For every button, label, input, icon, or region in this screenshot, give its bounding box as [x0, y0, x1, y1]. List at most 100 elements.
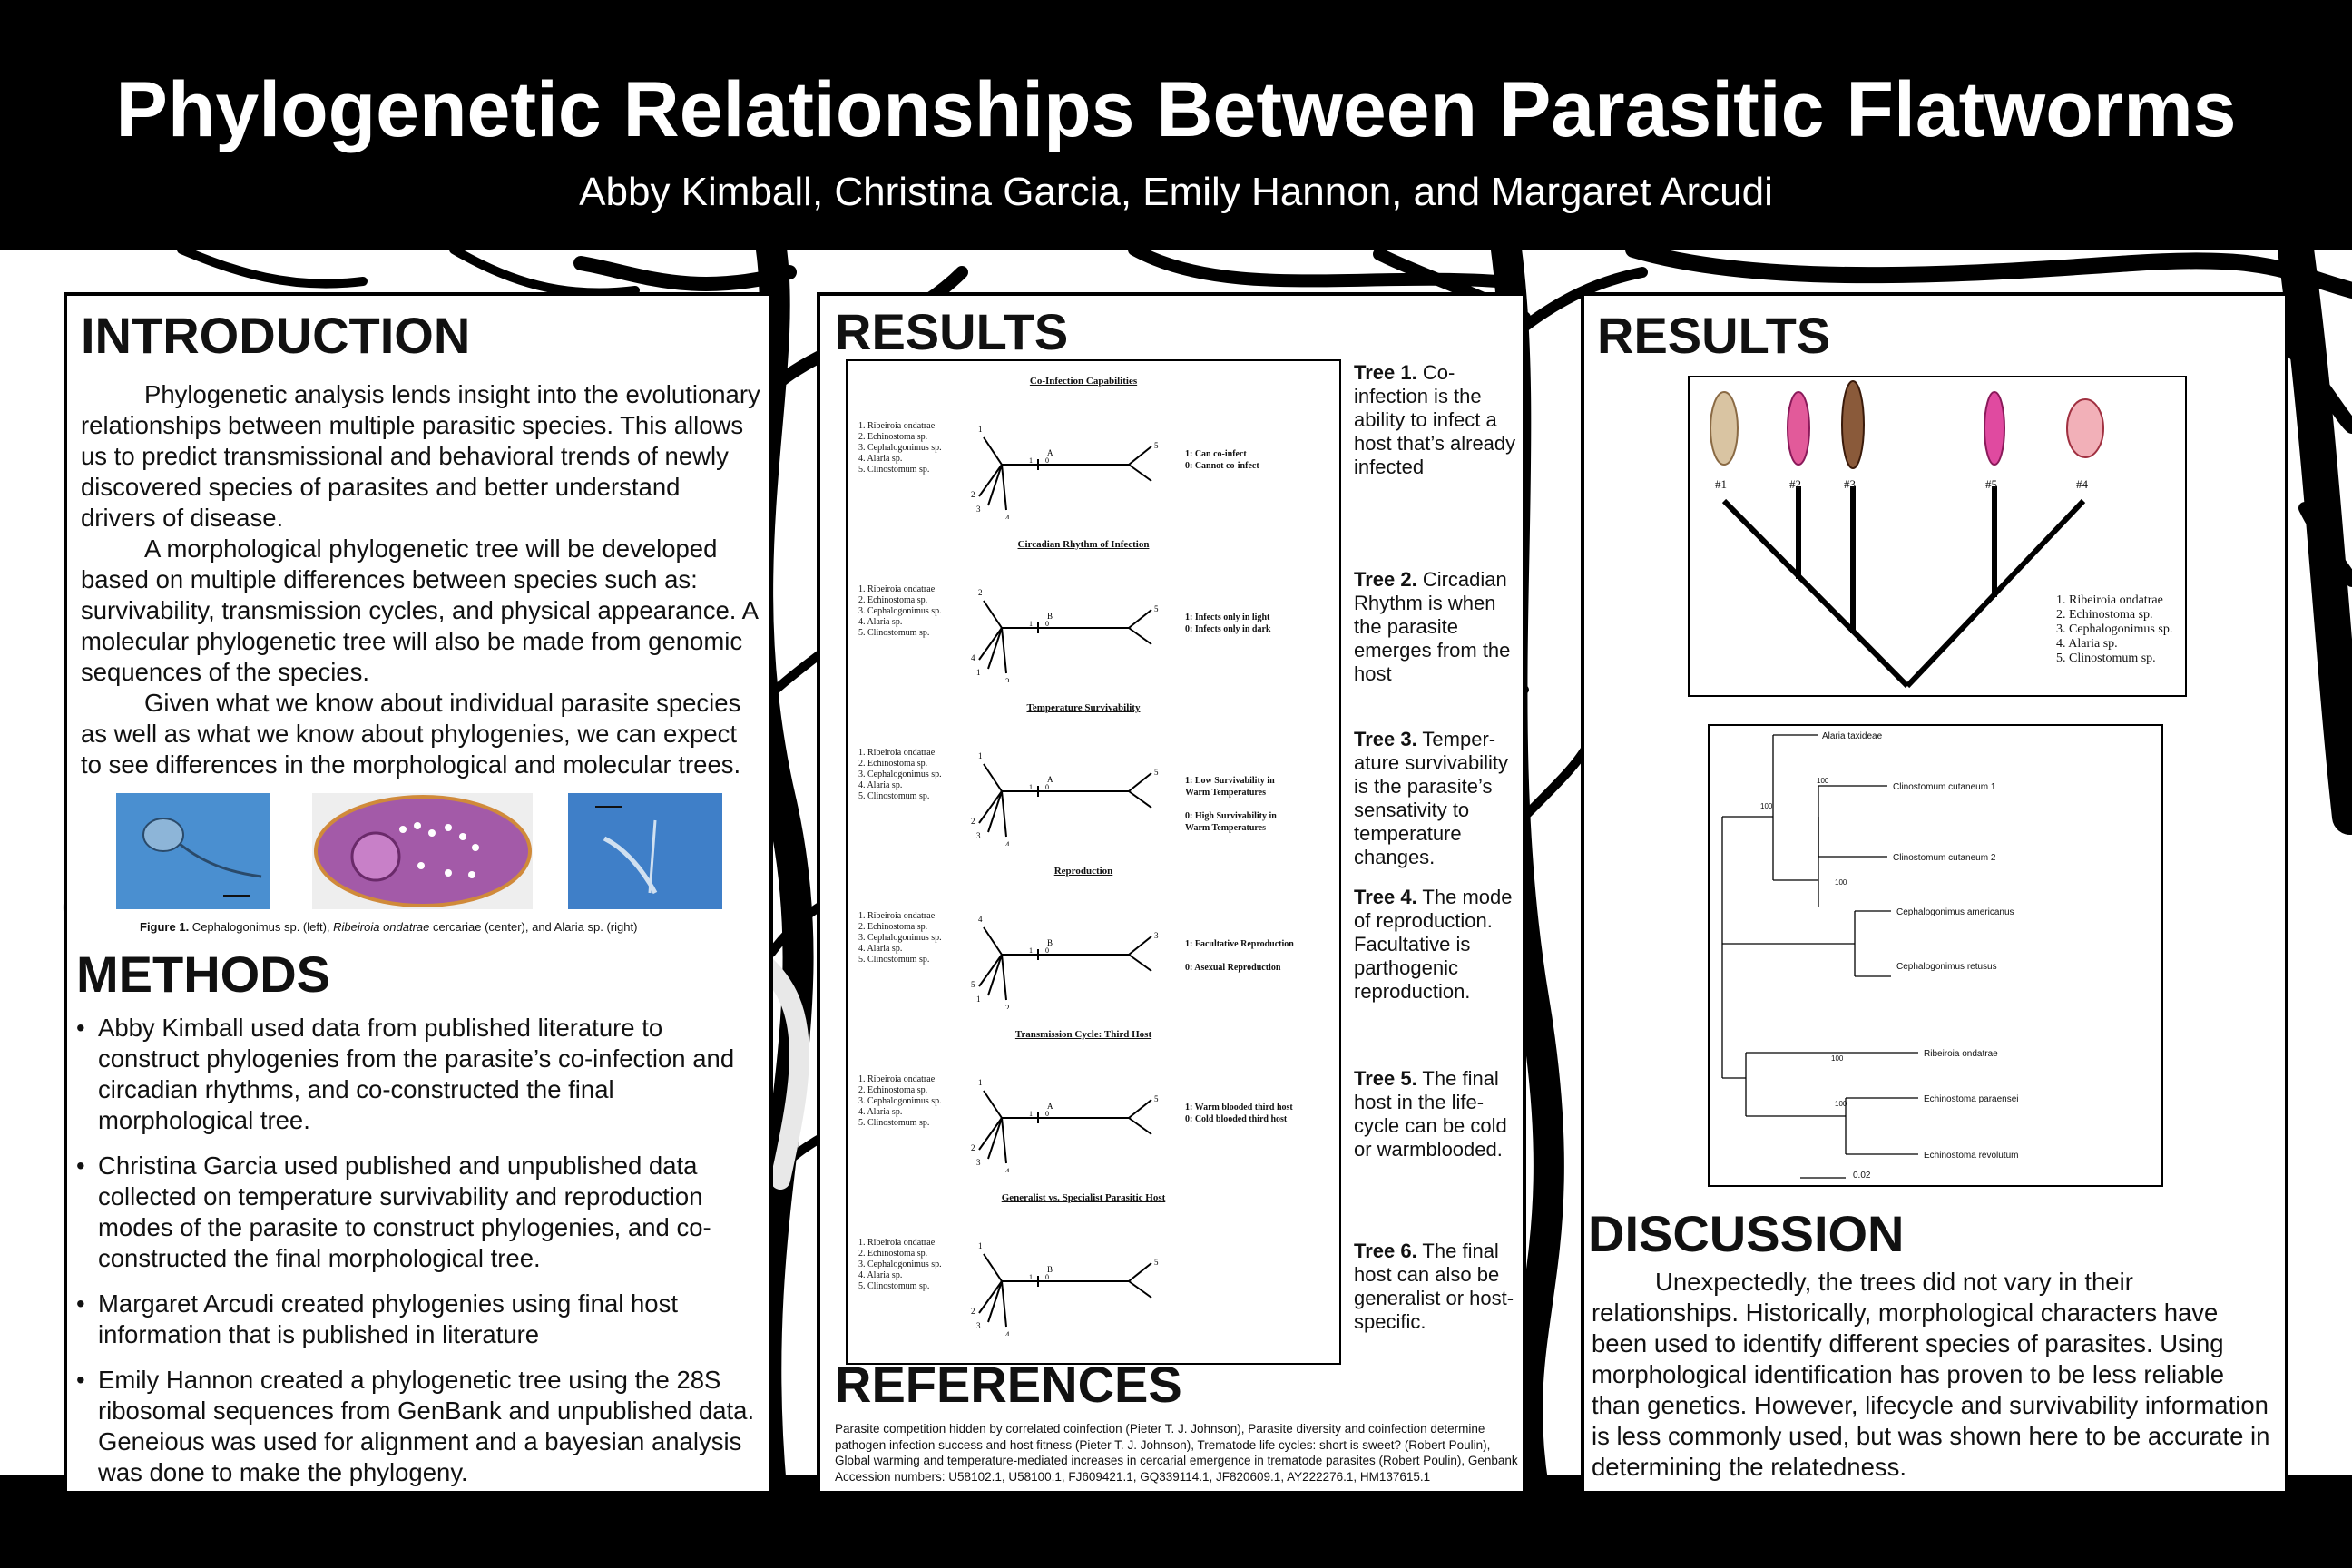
morph-tree-branch — [987, 1280, 1003, 1323]
morph-tree-tip-label: 4 — [1005, 840, 1010, 846]
morph-tree-branch — [983, 926, 1003, 956]
morph-tree-5: Transmission Cycle: Third Host 1. Ribeiro… — [848, 1024, 1319, 1187]
morph-tree-title: Generalist vs. Specialist Parasitic Host — [1001, 1192, 1166, 1203]
specimen-label: #1 — [1715, 477, 1727, 491]
morph-tree-branch — [978, 464, 1003, 497]
specimen-tree-drawing — [1710, 380, 2104, 689]
morph-tree-node-label: B — [1047, 938, 1053, 947]
morph-tree-character-state: 0 — [1045, 620, 1049, 628]
morph-tree-branch — [987, 1117, 1003, 1160]
discussion-heading: DISCUSSION — [1588, 1205, 1905, 1262]
morph-tree-branch — [1001, 627, 1007, 674]
introduction-paragraph: Given what we know about individual para… — [81, 689, 741, 779]
methods-item: Margaret Arcudi created phylogenies usin… — [76, 1289, 757, 1350]
morph-tree-tip-label: 3 — [976, 1158, 981, 1167]
specimen-5-image — [1984, 391, 2005, 466]
tree-caption: Tree 4. The mode of reproduction. Facult… — [1354, 886, 1513, 1003]
morph-tree-branch — [1128, 446, 1152, 466]
morph-tree-branch — [987, 627, 1003, 670]
morph-tree-character-state: 0 — [1045, 946, 1049, 955]
morph-tree-branch — [978, 1117, 1003, 1151]
molecular-taxon-label: Clinostomum cutaneum 1 — [1893, 782, 1996, 792]
results-right-heading: RESULTS — [1597, 307, 1831, 364]
morph-tree-branch — [1128, 936, 1152, 956]
morph-tree-branch — [1128, 1099, 1152, 1119]
specimen-3-image — [1841, 380, 1865, 469]
morph-tree-tip-label: 2 — [978, 588, 983, 597]
poster-title: Phylogenetic Relationships Between Paras… — [115, 66, 2237, 153]
methods-item: Emily Hannon created a phylogenetic tree… — [76, 1365, 757, 1488]
morph-tree-character-state: 1 — [1029, 946, 1033, 955]
morph-tree-title: Transmission Cycle: Third Host — [1014, 1029, 1152, 1040]
introduction-body: Phylogenetic analysis lends insight into… — [81, 379, 761, 780]
figure-1-photo-alaria — [568, 793, 722, 909]
morph-tree-tip-label: 1 — [976, 995, 981, 1004]
morph-tree-branch — [1001, 790, 1007, 838]
introduction-paragraph: A morphological phylogenetic tree will b… — [81, 534, 758, 686]
morph-tree-node-label: A — [1047, 775, 1054, 784]
morph-tree-tip-label: 5 — [1154, 768, 1159, 777]
specimen-2-image — [1787, 391, 1810, 466]
morph-tree-node-label: B — [1047, 612, 1053, 621]
molecular-taxon-label: Echinostoma revolutum — [1924, 1151, 2019, 1161]
tree-caption: Tree 2. Circadian Rhythm is when the par… — [1354, 568, 1511, 685]
molecular-taxon-label: Clinostomum cutaneum 2 — [1893, 853, 1996, 863]
morph-tree-branch — [983, 1090, 1003, 1119]
morph-tree-tip-label: 3 — [1005, 677, 1010, 682]
specimen-1-image — [1710, 391, 1739, 466]
morph-tree-tip-label: 2 — [1005, 1004, 1010, 1009]
morph-tree-tip-label: 5 — [1154, 441, 1159, 450]
morph-tree-branch — [983, 763, 1003, 792]
morph-tree-tip-label: 4 — [1005, 1330, 1010, 1336]
morph-tree-tip-label: 1 — [978, 751, 983, 760]
specimen-images — [1710, 380, 2104, 469]
morph-tree-branch — [1001, 464, 1007, 511]
morph-tree-character-state: 1 — [1029, 1273, 1033, 1281]
introduction-paragraph: Phylogenetic analysis lends insight into… — [81, 380, 760, 532]
morph-tree-branch — [987, 464, 1003, 506]
tree-caption: Tree 3. Temper-ature survivability is th… — [1354, 728, 1508, 868]
morph-tree-branch — [983, 436, 1003, 466]
molecular-taxon-label: Alaria taxideae — [1822, 731, 1883, 741]
specimen-label: #2 — [1789, 477, 1801, 491]
references-text: Parasite competition hidden by correlate… — [835, 1422, 1518, 1484]
morph-tree-node-label: A — [1047, 1102, 1054, 1111]
morph-tree-tip-label: 5 — [1154, 1094, 1159, 1103]
figure-1-caption: Figure 1. Cephalogonimus sp. (left), Rib… — [140, 920, 638, 934]
morph-tree-6: Generalist vs. Specialist Parasitic Host… — [848, 1187, 1319, 1350]
methods-item: Christina Garcia used published and unpu… — [76, 1151, 757, 1274]
molecular-taxon-label: Cephalogonimus americanus — [1896, 907, 2014, 917]
morph-tree-tip-label: 1 — [978, 425, 983, 434]
morph-tree-tip-label: 2 — [971, 817, 975, 826]
morph-tree-tip-label: 3 — [1154, 931, 1159, 940]
molecular-taxon-label: Echinostoma paraensei — [1924, 1094, 2019, 1104]
morph-tree-branch — [978, 790, 1003, 824]
morph-tree-tip-label: 3 — [976, 831, 981, 840]
morph-tree-tip-label: 5 — [1154, 1258, 1159, 1267]
morph-tree-branch — [1128, 1280, 1152, 1298]
molecular-tree-branches — [1721, 734, 1918, 1179]
morphology-tree-figure: #1#2#3#5#4 1. Ribeiroia ondatrae 2. Echi… — [1688, 376, 2187, 697]
tree-caption: Tree 1. Co-infection is the ability to i… — [1354, 361, 1516, 478]
morph-tree-branch — [1128, 627, 1152, 645]
morph-tree-character-state: 0 — [1045, 783, 1049, 791]
results-heading: RESULTS — [835, 303, 1069, 360]
